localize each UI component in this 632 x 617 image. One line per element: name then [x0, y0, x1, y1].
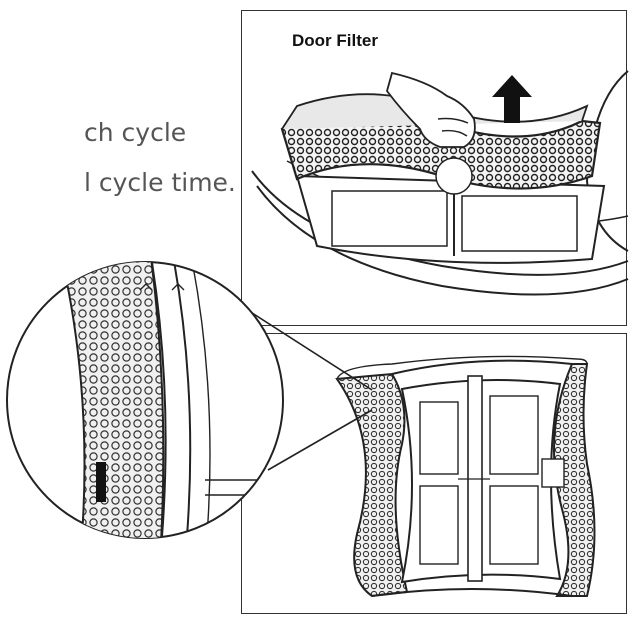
arrow-up-icon [492, 75, 532, 123]
door-filter-illustration [251, 70, 629, 296]
door-filter-label: Door Filter [292, 31, 378, 50]
instruction-line-1: ch cycle [84, 118, 187, 147]
door-filter-removal-panel: Door Filter [241, 10, 629, 326]
hand-icon [386, 71, 476, 148]
filter-overview-panel [241, 333, 627, 614]
filter-overview-illustration [335, 355, 596, 598]
filter-icon [335, 355, 596, 598]
instruction-line-2: l cycle time. [84, 168, 236, 197]
